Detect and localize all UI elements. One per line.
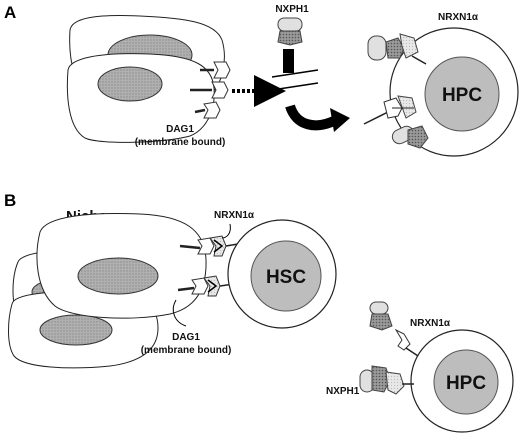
leader-line <box>221 223 231 239</box>
dag1-label-line2: (membrane bound) <box>135 137 226 148</box>
niche-cell-b-top <box>36 213 207 319</box>
hpc-label: HPC <box>442 85 482 106</box>
nxph1-nrxn1a-bound <box>359 365 414 395</box>
nrxn1a-receptor-unbound <box>394 328 419 357</box>
hpc-cell-b: HPC <box>410 329 514 433</box>
curved-arrow <box>285 104 350 132</box>
hpc-b-label: HPC <box>446 373 486 394</box>
dag1-nrxn1a-bond-top <box>179 235 239 257</box>
dag1-receptor <box>194 101 221 119</box>
released-complex <box>391 125 429 149</box>
nxph1-b-label: NXPH1 <box>326 386 360 397</box>
niche-cell-a-front <box>66 53 215 143</box>
dag1-receptor <box>190 81 229 99</box>
dag1-label-line1: DAG1 <box>166 124 194 135</box>
nucleus <box>97 66 163 102</box>
nrxn1a-top-label: NRXN1α <box>214 210 255 221</box>
nucleus <box>39 314 113 346</box>
hsc-label: HSC <box>266 267 306 288</box>
dag1-b-label-line1: DAG1 <box>172 332 200 343</box>
nrxn1a-label: NRXN1α <box>438 12 479 23</box>
dag1-receptor <box>200 61 231 79</box>
nxph1-label: NXPH1 <box>275 4 309 15</box>
nxph1-molecule <box>277 17 303 46</box>
dag1-nrxn1a-bond-bottom <box>177 275 235 297</box>
nrxn1a-nxph1-complex <box>367 33 427 65</box>
panel-b-letter: B <box>4 191 16 210</box>
nrxn1a-right-label: NRXN1α <box>410 318 451 329</box>
leader-line <box>172 299 187 327</box>
dag1-b-label-line2: (membrane bound) <box>141 345 232 356</box>
nxph1-nrxn1a-floating <box>369 301 393 331</box>
nucleus <box>77 257 159 295</box>
panel-a-letter: A <box>4 3 16 22</box>
hpc-cell-a: HPC <box>389 27 519 157</box>
hsc-cell: HSC <box>227 219 337 329</box>
inhibition-bar <box>271 49 319 91</box>
nrxn1a-receptor <box>363 95 417 125</box>
